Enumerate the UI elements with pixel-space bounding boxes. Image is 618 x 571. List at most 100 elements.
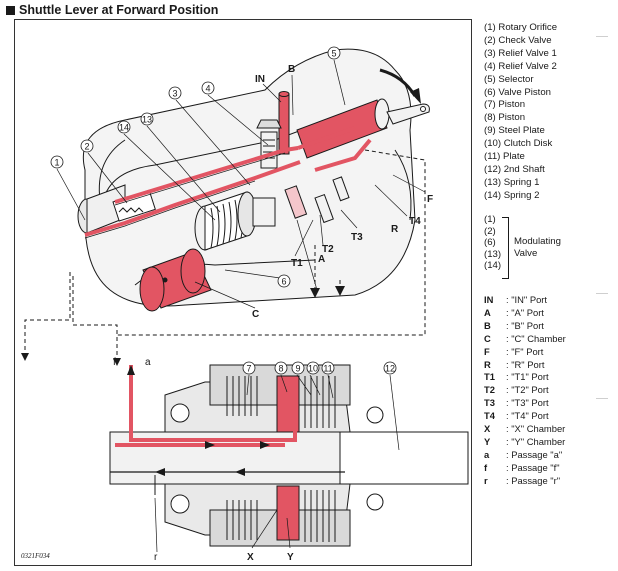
abbr-value: : "IN" Port [506, 294, 548, 305]
legend-item: (9) Steel Plate [484, 125, 545, 137]
legend-item: (6) Valve Piston [484, 86, 552, 98]
figure-title-text: Shuttle Lever at Forward Position [19, 3, 219, 17]
figure-title: Shuttle Lever at Forward Position [6, 3, 218, 17]
abbr-row: X : "X" Chamber [484, 423, 616, 436]
abbreviation-legend: IN : "IN" Port A : "A" Port B: "B" Port C:… [484, 294, 616, 488]
label-b: B [288, 64, 295, 75]
legend-item: (2) Check Valve [484, 34, 552, 46]
abbr-key: f [484, 461, 488, 473]
callout-circles [50, 46, 397, 375]
t-port-blocks [284, 176, 350, 224]
abbr-row: F: "F" Port [484, 346, 616, 359]
label-r-passage: r [154, 552, 158, 563]
in-port [278, 91, 290, 155]
modulating-valve-label: Modulating Valve [514, 236, 561, 260]
callout-5: 5 [331, 48, 336, 58]
pilot-arrows [21, 286, 345, 366]
flow-arrows [127, 365, 270, 476]
callout-2: 2 [84, 141, 89, 151]
abbr-key: A [484, 306, 491, 318]
abbr-value: : Passage "r" [506, 474, 561, 486]
modulating-item: (14) [484, 260, 502, 271]
abbr-row: T1 : "T1" Port [484, 371, 616, 384]
modulating-spring-assembly [194, 191, 276, 251]
modulating-label-line2: Valve [514, 248, 538, 259]
label-x: X [247, 552, 254, 563]
callout-10: 10 [308, 363, 318, 373]
legend-item: (7) Piston [484, 99, 526, 111]
rotation-arrowhead-icon [410, 88, 421, 104]
abbr-value: : "Y" Chamber [506, 435, 566, 447]
legend-item: (3) Relief Valve 1 [484, 47, 557, 59]
label-t3: T3 [351, 232, 363, 243]
scan-mark [596, 293, 608, 294]
valve-piston-chamber [139, 248, 212, 312]
oil-passages-bottom [115, 365, 297, 447]
legend-item: (13) Spring 1 [484, 176, 540, 188]
abbr-row: T2: "T2" Port [484, 384, 616, 397]
abbr-key: C [484, 332, 491, 344]
abbr-value: : "F" Port [506, 345, 544, 357]
legend-item: (8) Piston [484, 112, 526, 124]
label-c: C [252, 309, 259, 320]
abbr-row: f : Passage "f" [484, 462, 616, 475]
label-f-passage: f [113, 357, 116, 368]
callout-4: 4 [205, 83, 210, 93]
label-f: F [427, 194, 433, 205]
callout-12: 12 [385, 363, 395, 373]
legend-item: (4) Relief Valve 2 [484, 60, 557, 72]
abbr-key: T4 [484, 410, 495, 422]
abbr-key: R [484, 358, 491, 370]
abbr-value: : Passage "a" [506, 448, 563, 460]
abbr-key: T1 [484, 371, 495, 383]
abbr-value: : "T1" Port [506, 371, 549, 383]
pilot-lines [24, 149, 426, 360]
legend-item: (12) 2nd Shaft [484, 163, 545, 175]
modulating-item: (6) [484, 237, 496, 248]
modulating-label-line1: Modulating [514, 236, 561, 247]
abbr-row: R : "R" Port [484, 359, 616, 372]
abbr-key: IN [484, 294, 494, 305]
callout-9: 9 [295, 363, 300, 373]
abbr-row: a : Passage "a" [484, 449, 616, 462]
hydraulic-diagram: 1 2 3 4 5 6 13 14 7 8 9 10 11 12 IN B A … [21, 46, 469, 563]
abbr-key: B [484, 319, 491, 331]
modulating-item: (2) [484, 225, 496, 237]
callout-7: 7 [246, 363, 251, 373]
abbr-key: r [484, 474, 488, 486]
callout-14: 14 [119, 122, 129, 132]
label-r: R [391, 224, 399, 235]
abbr-value: : "R" Port [506, 358, 545, 370]
label-a-passage: a [145, 357, 151, 368]
abbr-value: : "T3" Port [506, 397, 549, 409]
abbr-value: : Passage "f" [506, 461, 560, 473]
abbr-key: Y [484, 435, 491, 447]
abbr-row: T3: "T3" Port [484, 397, 616, 410]
modulating-valve-group: (1) (2) (6) (13) (14) Modulating Valve [484, 214, 614, 284]
legend-item: (5) Selector [484, 73, 534, 85]
abbr-value: : "X" Chamber [506, 423, 566, 435]
oil-channels-top [84, 126, 372, 237]
legend-item: (1) Rotary Orifice [484, 22, 558, 33]
abbr-value: : "A" Port [506, 306, 544, 318]
legend-item: (11) Plate [484, 151, 525, 163]
abbr-row: B: "B" Port [484, 320, 616, 333]
abbr-key: X [484, 423, 491, 435]
abbr-row: A : "A" Port [484, 307, 616, 320]
legend-item: (10) Clutch Disk [484, 138, 553, 150]
parts-legend: (1) Rotary Orifice (2) Check Valve (3) R… [484, 22, 616, 203]
scan-mark [596, 36, 608, 37]
callout-3: 3 [172, 88, 177, 98]
label-in: IN [255, 74, 265, 85]
label-t4: T4 [409, 216, 421, 227]
abbr-key: a [484, 448, 490, 460]
callout-13: 13 [142, 114, 152, 124]
abbr-row: IN : "IN" Port [484, 294, 616, 307]
leader-lines [56, 59, 426, 553]
valve-housing [82, 48, 416, 307]
modulating-item: (1) [484, 214, 496, 225]
abbr-row: r : Passage "r" [484, 475, 616, 488]
scan-mark [596, 398, 608, 399]
title-square-icon [6, 5, 15, 15]
legend-item: (14) Spring 2 [484, 189, 540, 201]
